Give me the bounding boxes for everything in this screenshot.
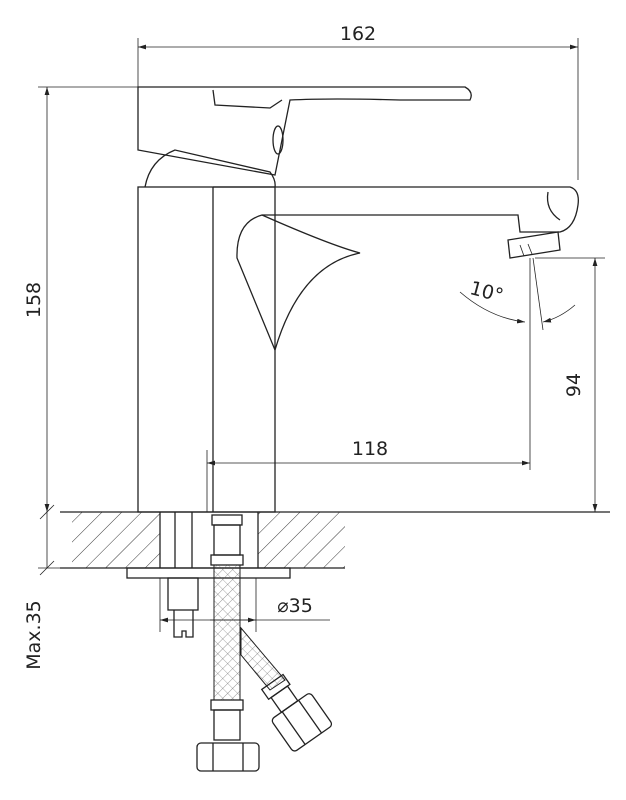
mounting-stud: [167, 512, 199, 638]
dimension-158: 158: [23, 86, 138, 512]
countertop-section: [60, 511, 610, 579]
dimension-label-spout-height: 94: [563, 373, 585, 397]
supply-hoses: [196, 514, 333, 772]
dimension-diameter: ⌀35: [159, 578, 330, 632]
faucet-body: [137, 149, 276, 513]
dimension-label-angle: 10°: [467, 277, 505, 307]
dimension-118: 118: [206, 258, 531, 512]
lever-handle: [137, 86, 472, 176]
dimension-94: 94: [535, 257, 605, 512]
dimension-label-counter: Max.35: [23, 600, 45, 670]
dimension-max35: Max.35: [23, 504, 72, 670]
dimension-label-height: 158: [23, 282, 45, 318]
dimension-label-width: 162: [340, 23, 376, 45]
spout: [213, 186, 579, 351]
dimension-label-diameter: ⌀35: [277, 595, 313, 617]
dimension-angle: 10°: [459, 257, 576, 331]
dimension-label-reach: 118: [352, 438, 388, 460]
dimension-162: 162: [137, 23, 579, 180]
